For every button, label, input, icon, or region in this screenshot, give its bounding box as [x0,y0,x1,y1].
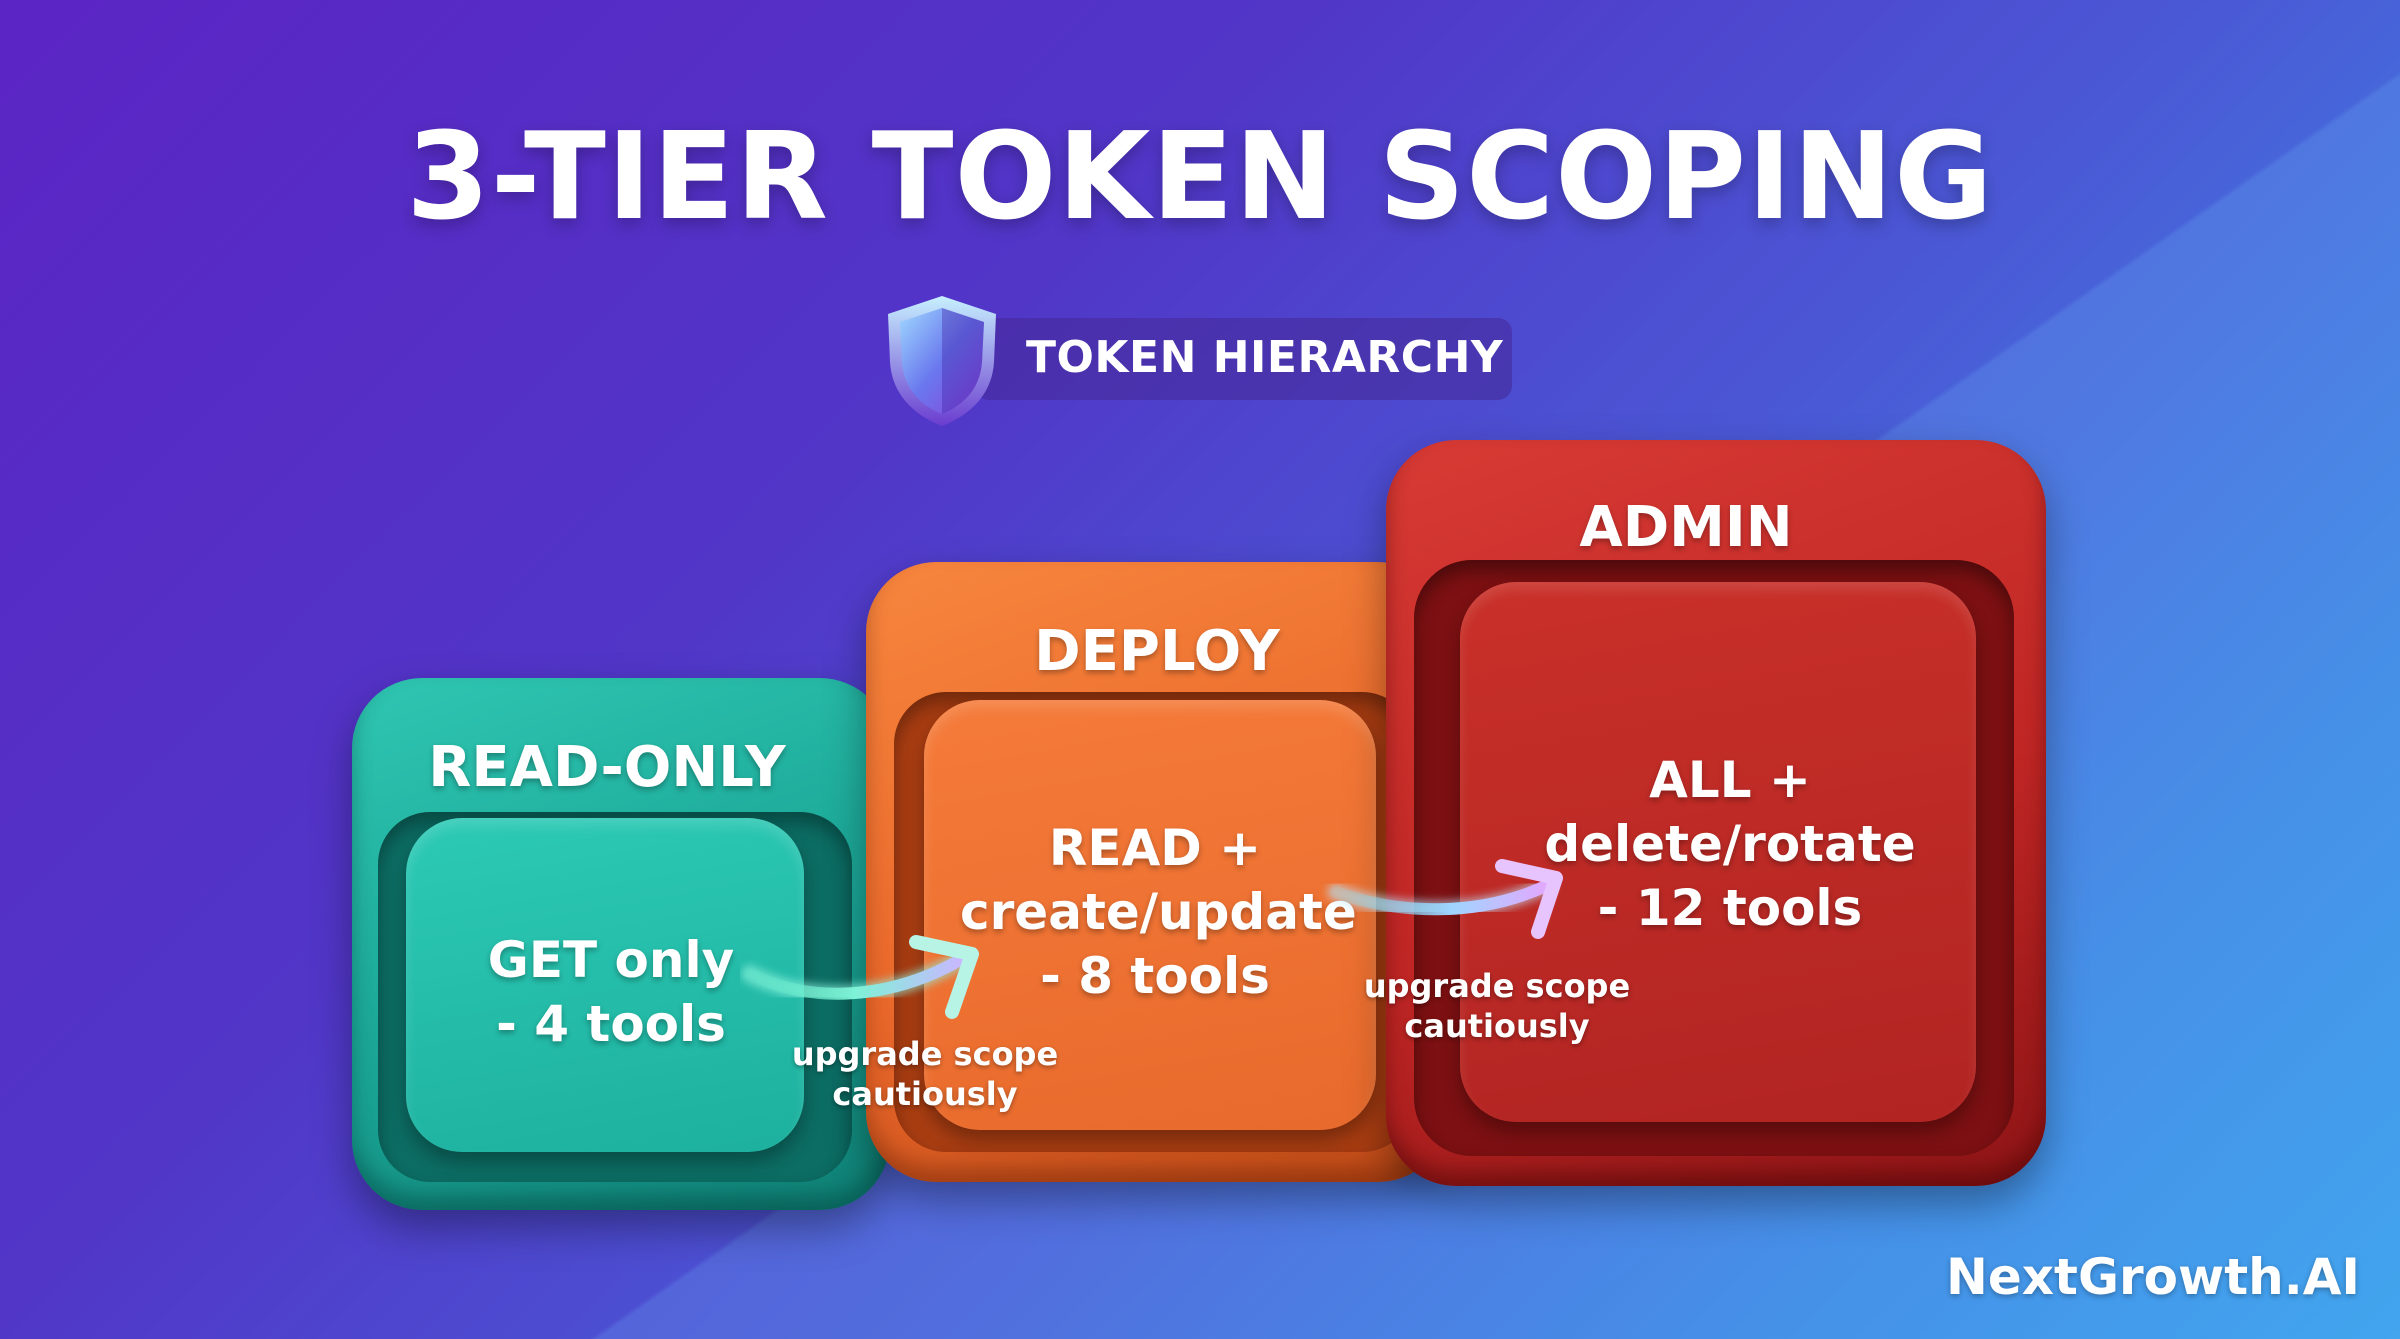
slide-title: 3-TIER TOKEN SCOPING [406,108,1994,247]
tier-read-only-block [406,818,804,1152]
upgrade-arrow-1-icon [741,935,979,1019]
upgrade-arrow-2-icon [1327,859,1563,939]
tier-deploy-block [924,700,1376,1130]
tier-deploy-label: DEPLOY [1034,619,1280,684]
tier-read-only-description: GET only - 4 tools [487,931,735,1053]
tier-deploy-description: READ + create/update - 8 tools [960,819,1357,1005]
tier-admin-block [1460,582,1976,1122]
upgrade-note-1: upgrade scope cautiously [791,1035,1059,1113]
shield-icon [888,296,996,426]
brand-logo-text: NextGrowth.AI [1946,1248,2360,1306]
tier-read-only-label: READ-ONLY [428,735,786,800]
tier-admin-description: ALL + delete/rotate - 12 tools [1544,751,1916,937]
badge-label: TOKEN HIERARCHY [1026,332,1504,383]
badge-pill [975,318,1512,400]
upgrade-note-2: upgrade scope cautiously [1363,967,1631,1045]
tier-admin-label: ADMIN [1579,495,1793,560]
